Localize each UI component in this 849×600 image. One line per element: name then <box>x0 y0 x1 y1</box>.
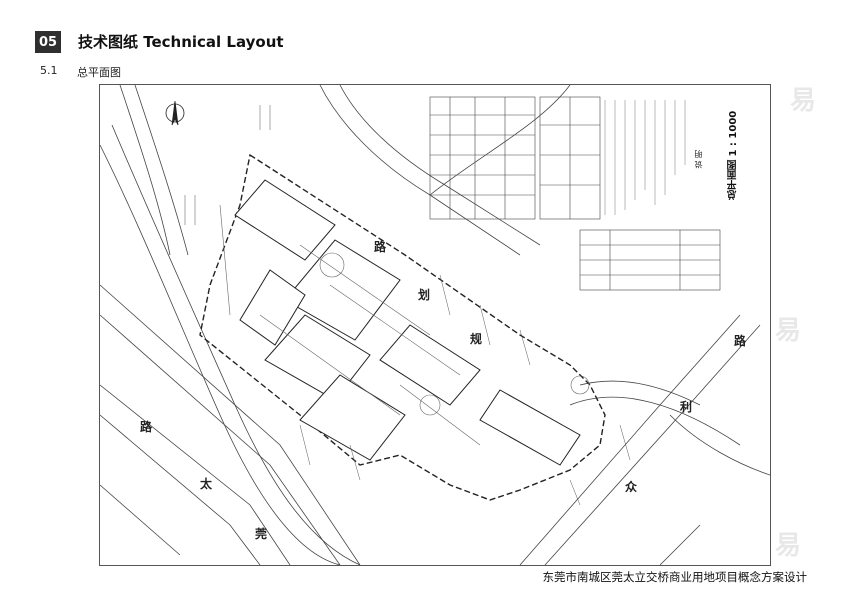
road-label-north-a: 路 <box>374 240 387 254</box>
watermark-mark: 易 <box>790 86 817 116</box>
road-label-east-b: 利 <box>680 400 693 414</box>
section-number-badge: 05 <box>35 31 61 53</box>
road-label-left-c: 莞 <box>255 527 268 541</box>
watermark-mark: 易 <box>775 531 802 561</box>
road-label-north-c: 规 <box>470 332 483 346</box>
road-label-east-c: 众 <box>625 480 638 494</box>
drawing-notes-title: 说 明 <box>694 150 703 169</box>
road-label-left-a: 路 <box>140 420 153 434</box>
subsection-number: 5.1 <box>40 64 58 77</box>
north-arrow-icon <box>165 100 185 126</box>
road-label-left-b: 太 <box>200 477 213 491</box>
site-plan-linework <box>100 85 770 565</box>
watermark-mark: 易 <box>775 316 802 346</box>
project-title-footer: 东莞市南城区莞太立交桥商业用地项目概念方案设计 <box>542 570 808 584</box>
drawing-scale-label: 总平面图 1 : 1000 <box>728 110 739 200</box>
road-label-east-a: 路 <box>734 334 747 348</box>
road-label-north-b: 划 <box>418 288 431 302</box>
site-plan-drawing <box>99 84 771 566</box>
subsection-label: 总平面图 <box>77 66 121 79</box>
section-title: 技术图纸 Technical Layout <box>78 33 284 51</box>
